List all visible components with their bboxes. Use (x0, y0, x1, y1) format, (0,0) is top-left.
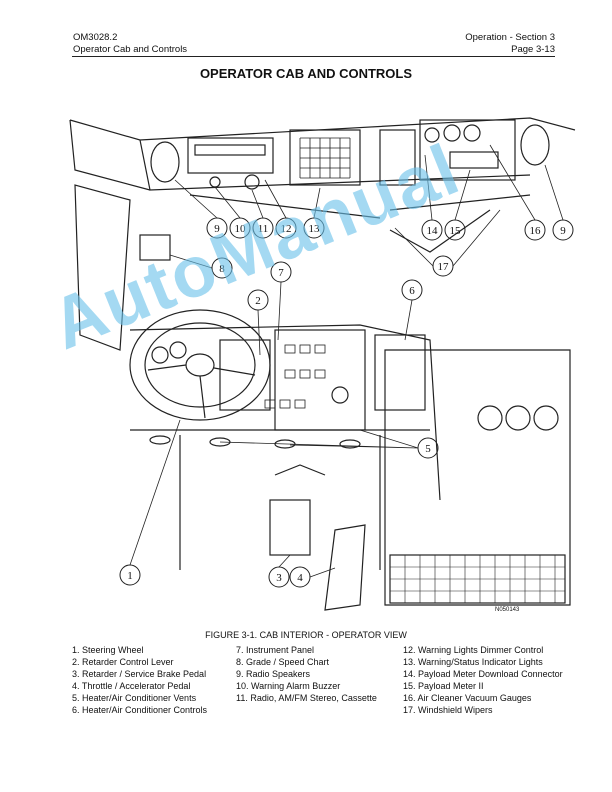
legend-item: 1. Steering Wheel (72, 645, 144, 655)
figure-caption: FIGURE 3-1. CAB INTERIOR - OPERATOR VIEW (205, 630, 407, 640)
legend-item: 15. Payload Meter II (403, 681, 484, 692)
callout-5: 5 (425, 443, 431, 455)
header-left: OM3028.2 Operator Cab and Controls (73, 32, 187, 56)
legend-item: 8. Grade / Speed Chart (236, 657, 330, 668)
page-title: OPERATOR CAB AND CONTROLS (199, 66, 413, 81)
callout-3: 3 (276, 572, 282, 584)
page-number: Page 3-13 (511, 44, 555, 55)
legend-item: 11. Radio, AM/FM Stereo, Cassette (236, 693, 377, 704)
legend-item: 9. Radio Speakers (236, 669, 311, 680)
callout-15: 15 (450, 225, 462, 237)
callout-9a: 9 (214, 223, 220, 235)
header-rule (72, 56, 555, 57)
legend-item: 2. Retarder Control Lever (72, 657, 174, 668)
callout-11: 11 (258, 223, 269, 235)
legend-item: 6. Heater/Air Conditioner Controls (72, 705, 208, 716)
legend-item: 12. Warning Lights Dimmer Control (403, 645, 544, 655)
callout-14: 14 (427, 225, 439, 237)
left-speaker (150, 141, 180, 183)
callout-12: 12 (281, 223, 292, 235)
legend-item: 10. Warning Alarm Buzzer (236, 681, 341, 692)
heater-controls (374, 334, 426, 411)
callout-13: 13 (309, 223, 321, 235)
callout-9b: 9 (560, 225, 566, 237)
section-label: Operation - Section 3 (465, 32, 555, 43)
accelerator-pedal (324, 524, 366, 611)
right-speaker (520, 124, 550, 166)
legend-item: 7. Instrument Panel (236, 645, 315, 655)
legend-item: 3. Retarder / Service Brake Pedal (72, 669, 207, 680)
doc-subtitle: Operator Cab and Controls (73, 44, 188, 55)
callout-17: 17 (438, 261, 450, 273)
legend-item: 14. Payload Meter Download Connector (403, 669, 563, 680)
instrument-panel (219, 339, 271, 411)
callout-6: 6 (409, 285, 415, 297)
callout-8: 8 (219, 263, 225, 275)
callout-10: 10 (235, 223, 247, 235)
cab-interior-figure: 9 10 11 12 13 14 15 16 9 8 7 2 6 17 5 1 … (69, 117, 576, 613)
callout-4: 4 (297, 572, 303, 584)
legend-column-3: 12. Warning Lights Dimmer Control 13. Wa… (403, 644, 563, 717)
payload-meter-panel (419, 119, 516, 181)
legend-item: 5. Heater/Air Conditioner Vents (72, 693, 197, 704)
legend-column-2: 7. Instrument Panel 8. Grade / Speed Cha… (236, 644, 377, 704)
grade-speed-chart (139, 234, 171, 261)
callout-7: 7 (278, 267, 284, 279)
legend-item: 13. Warning/Status Indicator Lights (403, 657, 543, 668)
brake-pedal (269, 499, 311, 556)
legend-item: 17. Windshield Wipers (403, 705, 493, 716)
drawing-code: N050143 (495, 607, 520, 613)
callout-16: 16 (530, 225, 542, 237)
radio-unit (187, 137, 274, 174)
warning-lights-panel (289, 129, 361, 186)
callout-1: 1 (127, 570, 133, 582)
header-right: Operation - Section 3 Page 3-13 (465, 32, 555, 56)
legend-item: 16. Air Cleaner Vacuum Gauges (403, 693, 532, 704)
callout-2: 2 (255, 295, 261, 307)
doc-id: OM3028.2 (73, 32, 118, 43)
legend-item: 4. Throttle / Accelerator Pedal (72, 681, 191, 692)
legend-column-1: 1. Steering Wheel 2. Retarder Control Le… (72, 644, 207, 717)
